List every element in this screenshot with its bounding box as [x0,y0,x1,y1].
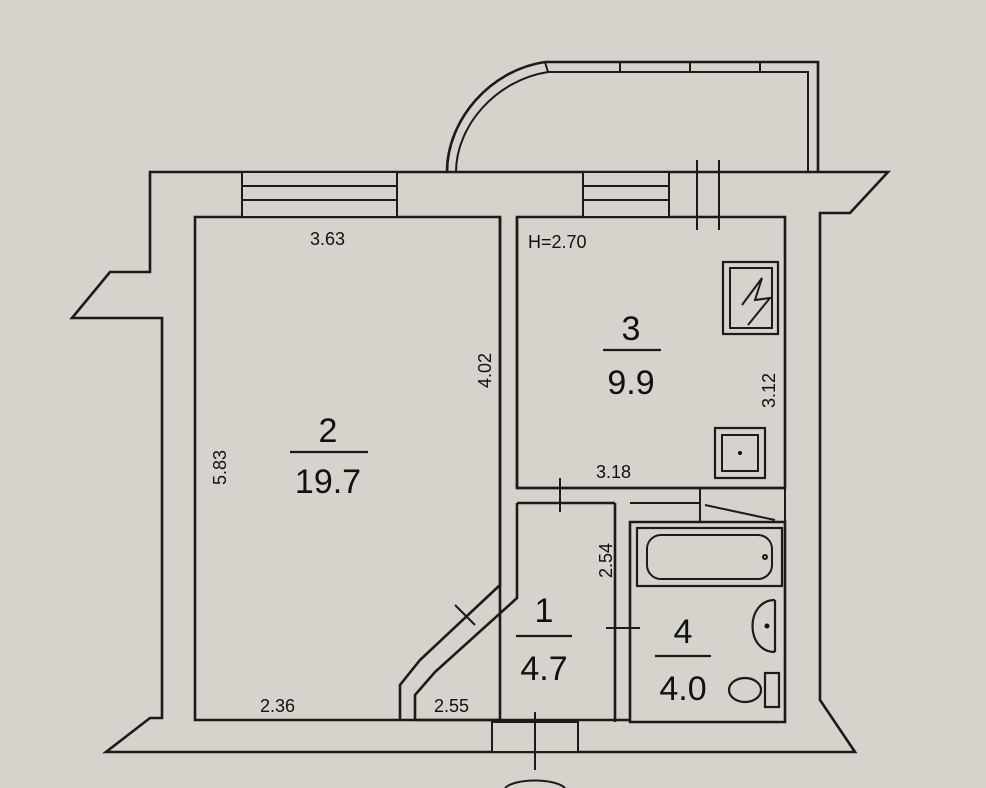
partition-room2 [498,217,519,488]
stove-icon [721,260,780,336]
room-1-number: 1 [535,592,554,630]
dim-room2-bottom: 2.36 [260,696,295,716]
bottom-arc [504,779,566,788]
dim-room3-right: 3.12 [759,373,779,408]
dim-room2-left: 5.83 [210,450,230,485]
room-3-label: 3 9.9 [603,310,661,402]
window-left [241,171,398,218]
room-1-area: 4.7 [520,650,567,688]
window-right [582,171,670,218]
dim-room1-bottom: 2.55 [434,696,469,716]
entrance-door [491,712,579,770]
room-3-number: 3 [622,310,641,348]
hallway-walls [398,478,785,722]
dim-room2-top: 3.63 [310,229,345,249]
washbasin-icon [751,598,777,654]
dim-room3-bottom: 3.18 [596,462,631,482]
balcony [445,60,820,173]
room-1-label: 1 4.7 [516,592,572,688]
bathtub-icon [635,526,784,588]
ventilation-shaft [630,487,786,523]
dim-room2-right: 4.02 [475,353,495,388]
room-2-number: 2 [319,412,338,450]
room-3-area: 9.9 [607,364,654,402]
room-4-area: 4.0 [659,670,706,708]
dim-room1-right: 2.54 [596,543,616,578]
room-2-label: 2 19.7 [290,412,368,501]
toilet-icon [727,671,781,709]
ceiling-height-label: H=2.70 [528,232,587,252]
room-4-number: 4 [674,613,693,651]
balcony-door [696,160,720,230]
room-4-label: 4 4.0 [655,613,711,708]
sink-icon [713,426,767,480]
room-2-area: 19.7 [295,463,361,501]
